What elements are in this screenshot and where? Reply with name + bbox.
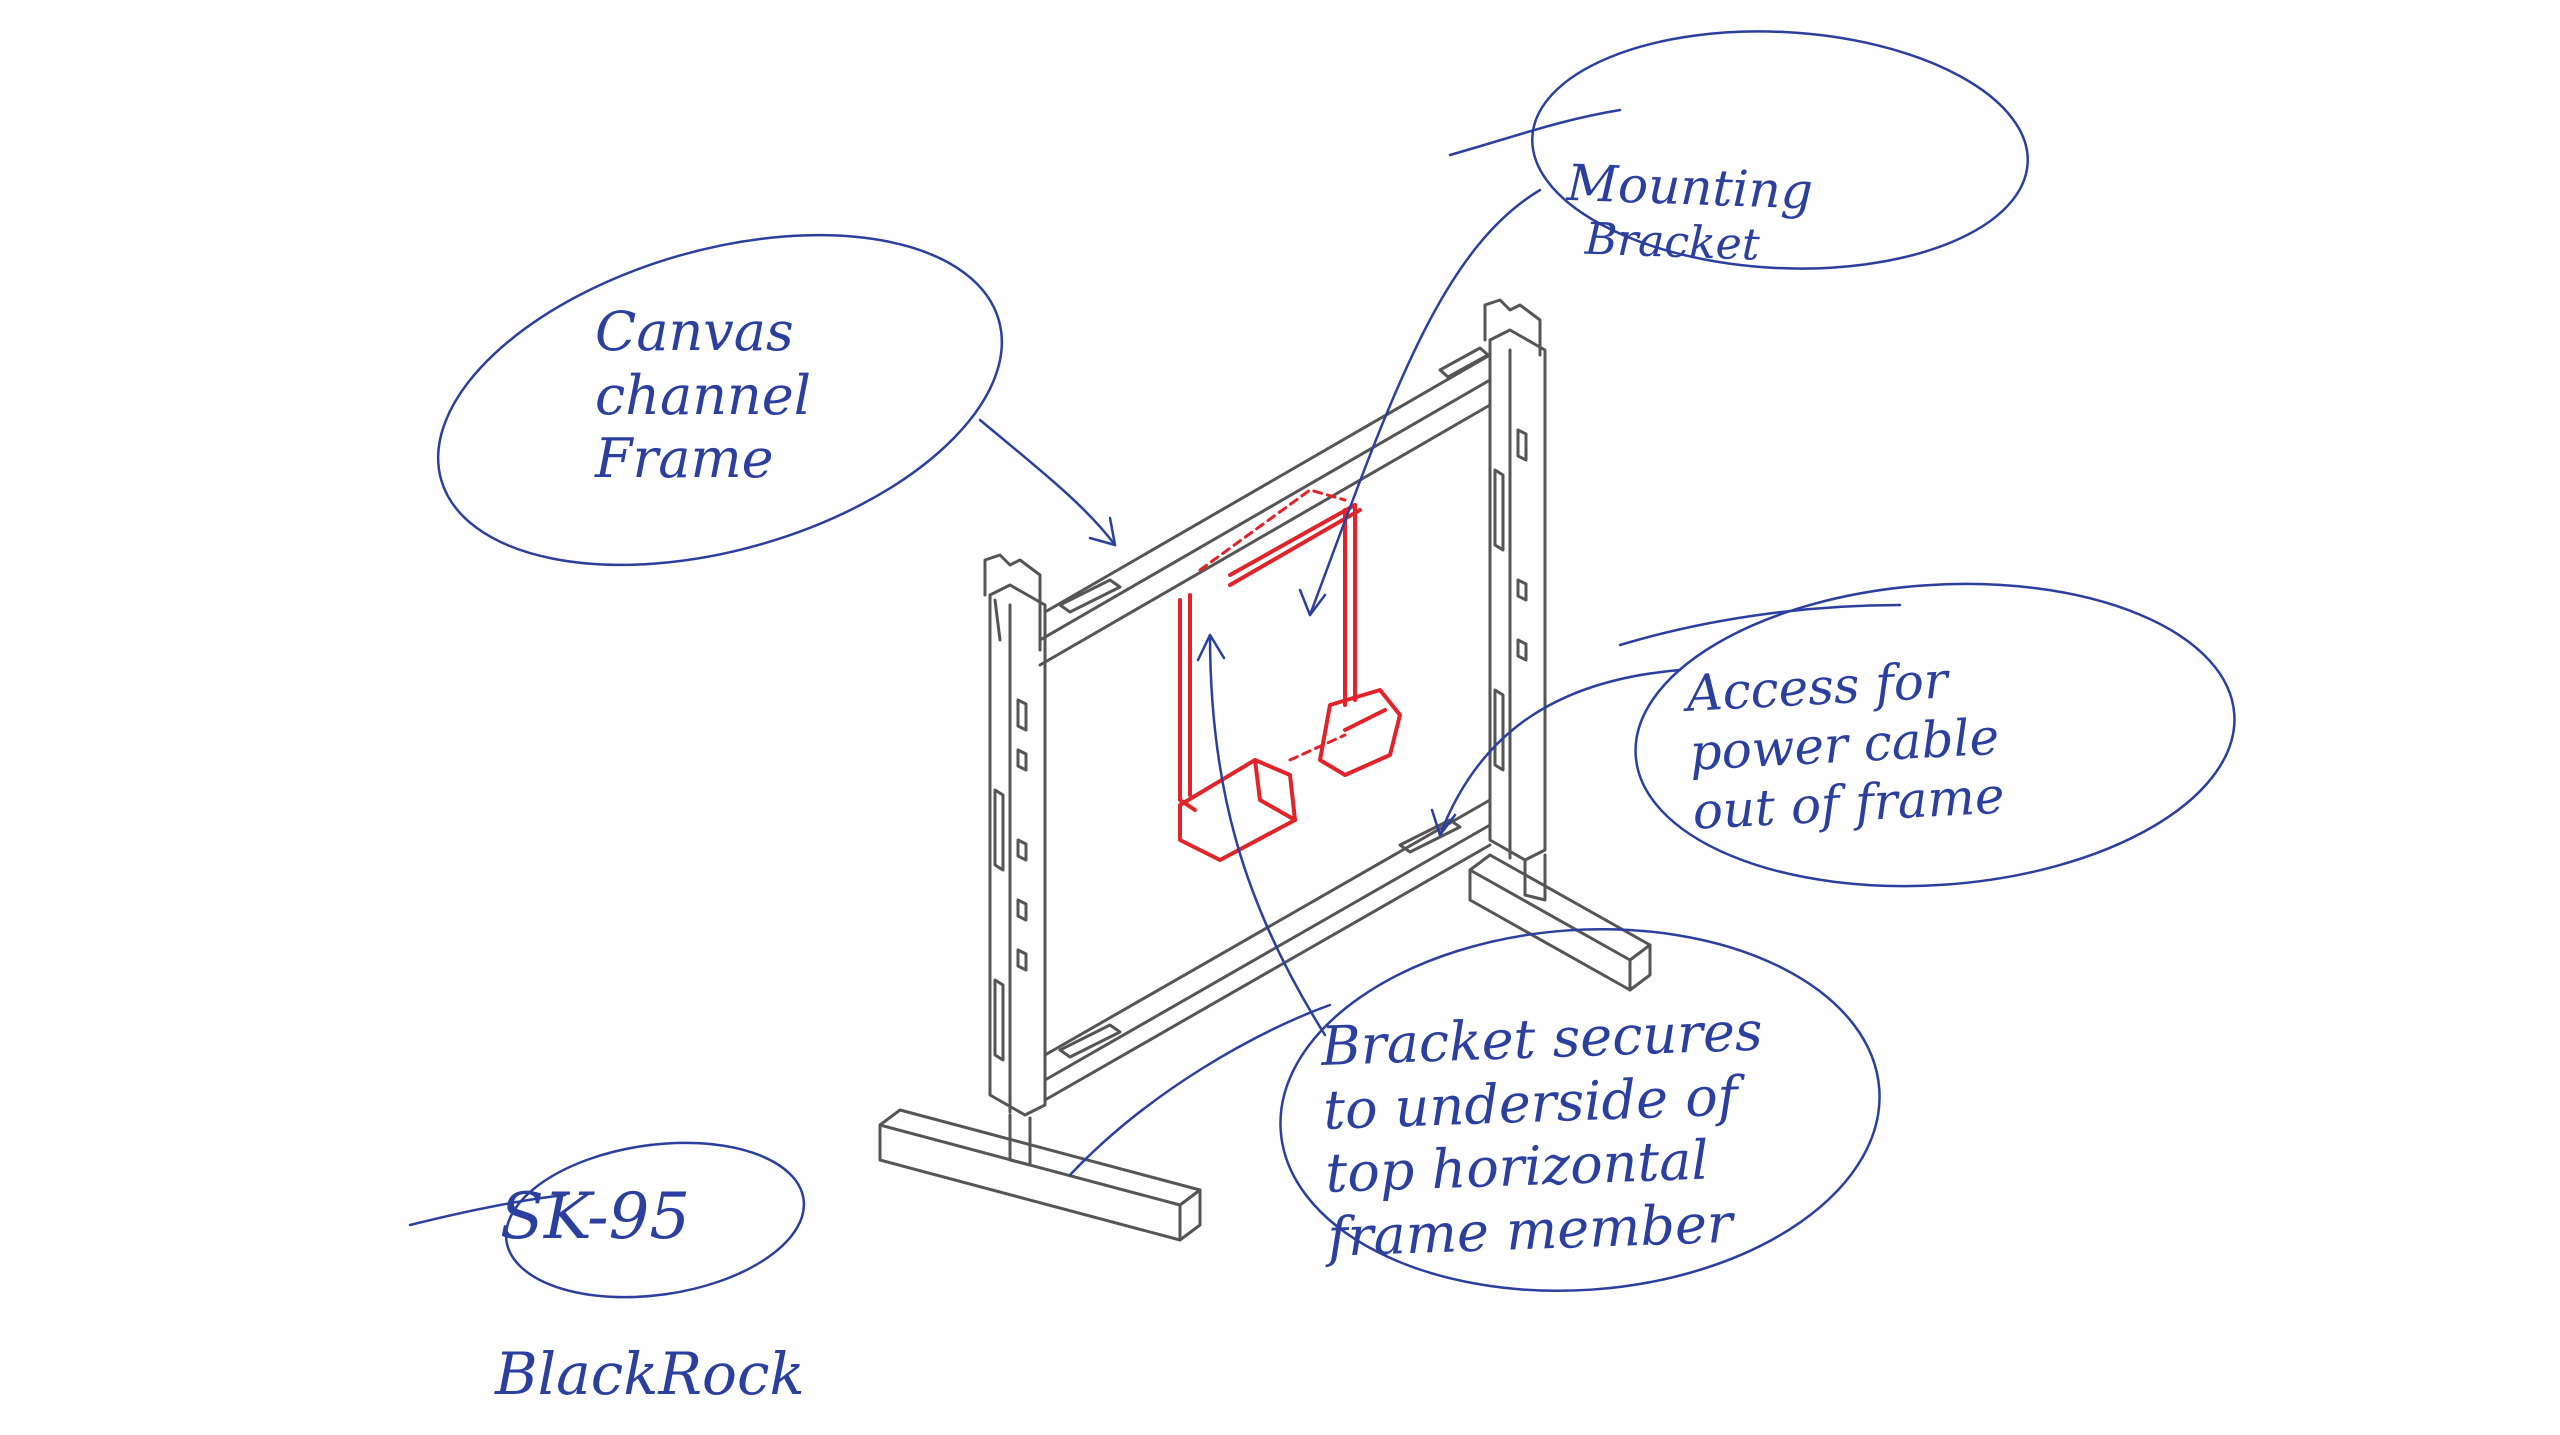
left-foot (878, 1108, 1202, 1242)
annotation-ink (408, 30, 2236, 1299)
mounting-bracket-label-line1: Mounting (1565, 153, 1814, 221)
access-power-cable-label: Access for power cable out of frame (1685, 651, 2006, 841)
arrow-canvas (978, 418, 1117, 547)
left-post (988, 583, 1047, 1117)
arrow-bracket (1208, 633, 1327, 1037)
ellipse-bracket (1279, 927, 1881, 1293)
mounting-bracket-label: Mounting Bracket (1562, 95, 1816, 332)
ellipse-canvas (436, 233, 1004, 567)
mounting-bracket-label-line2: Bracket (1584, 213, 1761, 271)
top-member (1038, 378, 1492, 642)
arrow-mounting (1308, 188, 1542, 617)
brand-label: BlackRock (495, 1340, 805, 1408)
bottom-member (1043, 823, 1492, 1082)
canvas-channel-frame-label: Canvas channel Frame (595, 300, 811, 491)
model-label: SK-95 (500, 1180, 691, 1254)
right-foot (1468, 853, 1652, 992)
bracket-secures-label: Bracket secures to underside of top hori… (1320, 999, 1764, 1270)
arrow-access (1438, 668, 1682, 837)
right-post (1488, 328, 1547, 862)
frame-assembly (878, 298, 1652, 1242)
ellipse-model (504, 1141, 806, 1299)
ellipse-mounting (1531, 30, 2029, 270)
ellipse-access (1634, 582, 2236, 888)
mounting-bracket-sketch (1178, 488, 1402, 862)
